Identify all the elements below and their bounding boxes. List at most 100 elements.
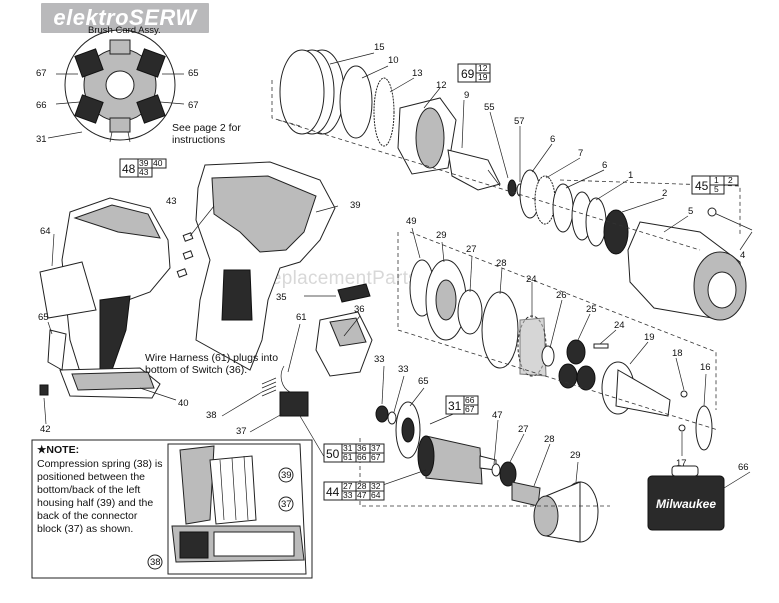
wire-harness-text: Wire Harness (61) plugs into bottom of S…: [145, 352, 279, 376]
washer-23: [541, 345, 555, 367]
case-logo: Milwaukee: [656, 497, 716, 511]
part-label: 2: [662, 188, 667, 199]
callout-39: 39: [278, 467, 294, 483]
part-label: 37: [236, 426, 247, 437]
kit-box-item: 12: [478, 63, 488, 73]
part-label: 24: [614, 320, 625, 331]
kit-box-item: 66: [465, 395, 475, 405]
wire-harness-61: [280, 365, 291, 393]
kit-box-item: 66: [357, 452, 367, 462]
washer-47: [491, 463, 501, 477]
part-label: 18: [672, 348, 683, 359]
washer-16: [695, 405, 713, 451]
magnet-29: [533, 481, 599, 543]
part-label: 7: [578, 148, 583, 159]
spring-38: [261, 377, 277, 397]
pins-22: [593, 343, 609, 349]
svg-text:38: 38: [150, 557, 161, 568]
kit-box-main: 31: [448, 399, 462, 413]
brush-card-label: Brush Card Assy.: [88, 25, 161, 36]
part-label: 27: [466, 244, 477, 255]
planet-gears-21: [558, 339, 596, 391]
housing-half-39: [195, 161, 336, 371]
part-label: 28: [544, 434, 555, 445]
gear-26: [425, 259, 467, 341]
kit-box-item: 36: [357, 443, 367, 453]
kit-box-main: 50: [326, 447, 340, 461]
svg-text:37: 37: [281, 499, 292, 510]
kit-box-main: 45: [695, 179, 709, 193]
brush-card-assembly: [64, 29, 176, 143]
trigger-35: [337, 283, 371, 303]
label-sheet: [39, 261, 97, 319]
kit-box-item: 43: [139, 167, 149, 177]
part-label: 65: [418, 376, 429, 387]
spindle-19: [601, 361, 671, 417]
note-title: ★NOTE:: [37, 444, 80, 456]
part-label: 33: [398, 364, 409, 375]
fan-28: [511, 481, 541, 507]
switch-36: [315, 311, 373, 377]
kit-box-31: 31 66 67: [445, 395, 479, 415]
part-label: 39: [350, 200, 361, 211]
note-text: ★NOTE: Compression spring (38) is positi…: [37, 444, 163, 536]
part-label: 43: [166, 196, 177, 207]
part-label: 25: [586, 304, 597, 315]
side-cover: [47, 329, 67, 371]
part-label: 35: [276, 292, 287, 303]
part-label: 4: [740, 250, 745, 261]
part-label: 29: [570, 450, 581, 461]
part-label: 42: [40, 424, 51, 435]
part-label: 49: [406, 216, 417, 227]
see-page-text: See page 2 for instructions: [172, 122, 241, 146]
kit-box-item: 47: [357, 490, 367, 500]
bearing-33: [375, 405, 389, 423]
ball-17: [678, 424, 686, 432]
motor-housing-left: [59, 197, 171, 399]
part-label: 66: [738, 462, 749, 473]
kit-box-item: 33: [343, 490, 353, 500]
part-label: 6: [550, 134, 555, 145]
part-label: 55: [484, 102, 495, 113]
site-banner: elektroSERW: [41, 3, 209, 33]
kit-box-item: 19: [478, 72, 488, 82]
washer-6b: [552, 183, 574, 233]
kit-box-item: 67: [371, 452, 381, 462]
part-label: 17: [676, 458, 687, 469]
watermark: eReplacementParts.com: [246, 268, 461, 289]
washer-10: [339, 65, 373, 139]
callout-38: 38: [147, 554, 163, 570]
ball-18: [680, 390, 688, 398]
part-label: 6: [602, 160, 607, 171]
note-box: [31, 439, 313, 579]
part-label: 9: [464, 90, 469, 101]
anvil-9: [447, 149, 501, 191]
part-label: 65: [38, 312, 49, 323]
brush-plate-64: [395, 401, 421, 459]
kit-box-item: 37: [371, 443, 381, 453]
connector-block-37: [279, 391, 309, 417]
part-label: 65: [188, 68, 199, 79]
part-label: 36: [354, 304, 365, 315]
part-label: 19: [644, 332, 655, 343]
part-label: 38: [206, 410, 217, 421]
kit-box-45: 45 1 2 5: [691, 175, 739, 195]
gear-case-5: [627, 221, 747, 321]
part-label: 31: [36, 134, 47, 145]
kit-box-item: 31: [343, 443, 353, 453]
part-label: 47: [492, 410, 503, 421]
hammer-12: [397, 97, 457, 175]
part-label: 57: [514, 116, 525, 127]
part-label: 67: [188, 100, 199, 111]
part-label: 15: [374, 42, 385, 53]
kit-box-item: 64: [371, 490, 381, 500]
part-label: 67: [36, 68, 47, 79]
carrying-case-65: [647, 465, 725, 531]
kit-box-item: 32: [371, 481, 381, 491]
see-page-note: See page 2 for instructions: [172, 122, 262, 146]
ring-gear-20: [517, 315, 547, 377]
part-label: 33: [374, 354, 385, 365]
screw-4: [707, 207, 753, 231]
part-label: 13: [412, 68, 423, 79]
kit-box-item: 1: [714, 175, 719, 185]
